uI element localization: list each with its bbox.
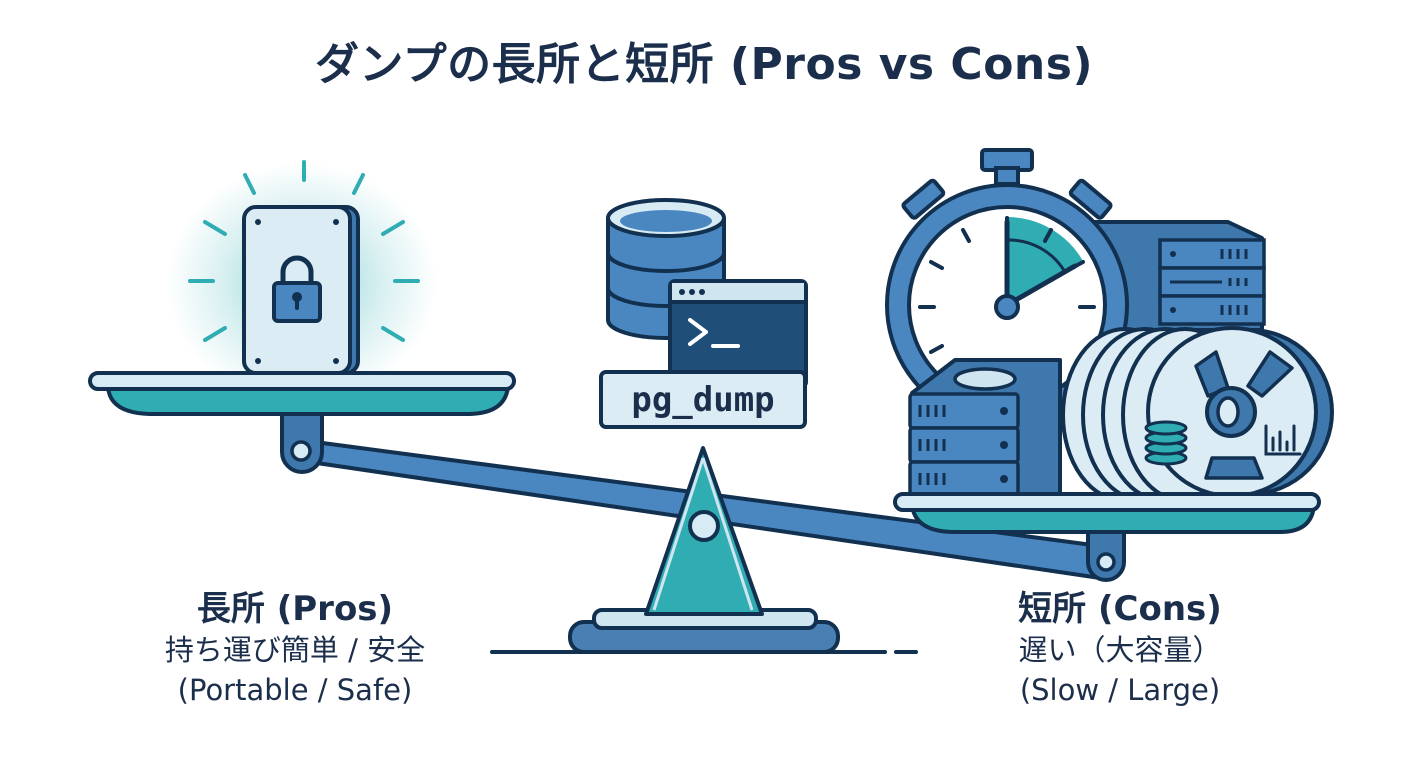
terminal-window-icon	[668, 279, 808, 389]
cons-label-block: 短所 (Cons) 遅い（大容量） (Slow / Large)	[965, 588, 1275, 710]
pros-description-ja: 持ち運び簡単 / 安全	[164, 633, 426, 667]
page-title: ダンプの長所と短所 (Pros vs Cons)	[314, 39, 1094, 90]
left-pan-hanger	[280, 410, 324, 474]
pg-dump-label: pg_dump	[631, 380, 774, 420]
cons-pan	[885, 148, 1334, 534]
pg-dump-label-box: pg_dump	[599, 370, 807, 429]
bar-chart-icon	[1264, 424, 1302, 456]
pros-description-en: (Portable / Safe)	[177, 673, 413, 707]
pros-heading: 長所 (Pros)	[196, 589, 394, 629]
locked-drive-icon	[242, 205, 360, 375]
pg-dump-tool: pg_dump	[599, 198, 808, 429]
padlock-icon	[272, 255, 322, 323]
server-stack-icon-front	[908, 358, 1062, 498]
pros-label-block: 長所 (Pros) 持ち運び簡単 / 安全 (Portable / Safe)	[110, 588, 480, 710]
pros-pan	[88, 160, 516, 416]
right-pan-hanger	[1086, 528, 1126, 582]
tape-reel-icon	[1061, 326, 1334, 503]
cons-heading: 短所 (Cons)	[1018, 589, 1222, 629]
glow-rays	[188, 160, 420, 342]
coin-stack-icon	[1144, 420, 1188, 466]
fulcrum-icon	[568, 446, 840, 654]
cons-description-ja: 遅い（大容量）	[1018, 633, 1222, 667]
cons-description-en: (Slow / Large)	[1019, 673, 1221, 707]
server-stack-icon	[1088, 220, 1266, 332]
